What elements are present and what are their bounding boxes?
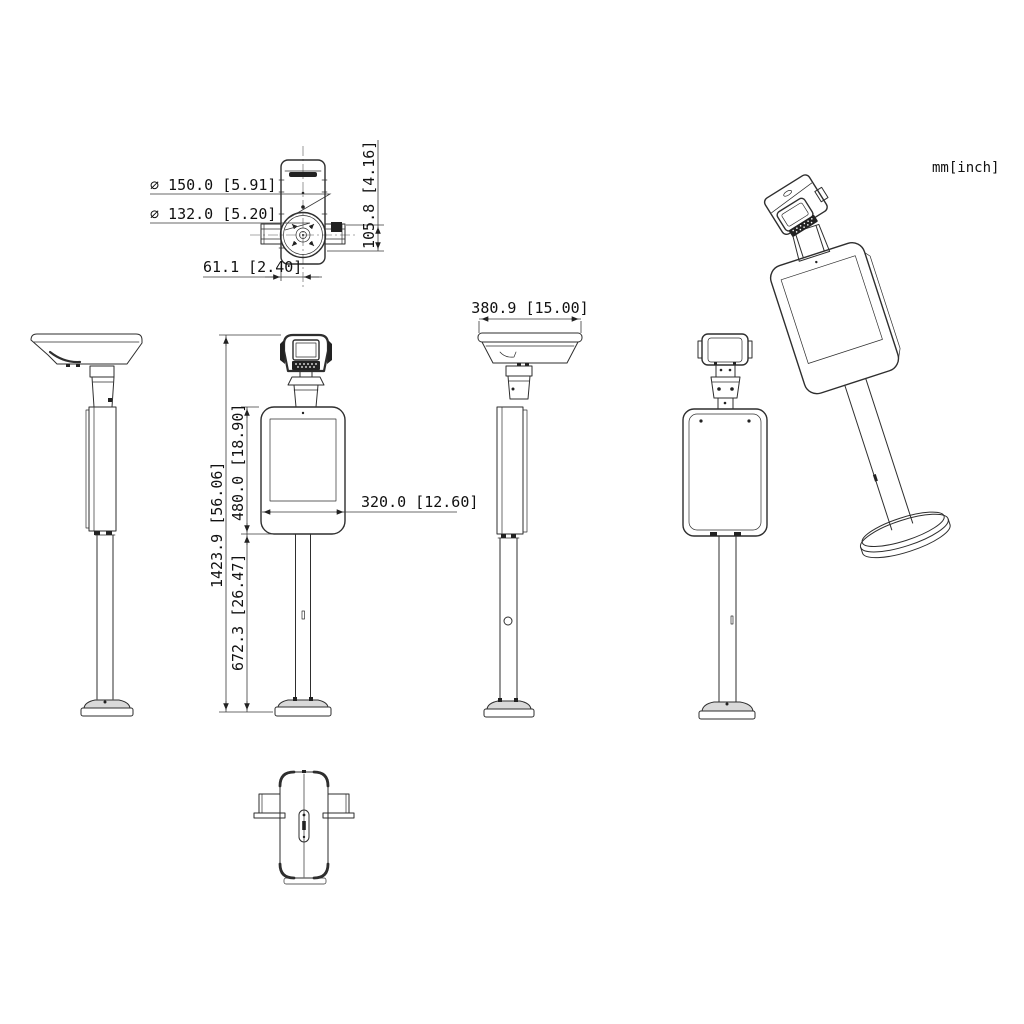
side-view-left xyxy=(30,333,143,717)
dim-top-outer-diameter: ⌀ 150.0 [5.91] xyxy=(150,176,276,194)
front-view: 1423.9 [56.06] 480.0 [18.90] 672.3 [26.4… xyxy=(208,333,478,717)
dim-side-hood-width: 380.9 [15.00] xyxy=(471,299,588,317)
side-view-right: 380.9 [15.00] xyxy=(471,299,589,718)
dim-top-height: 105.8 [4.16] xyxy=(360,141,378,249)
back-view xyxy=(682,333,768,720)
bottom-view xyxy=(253,770,355,885)
dim-front-pole-height: 672.3 [26.47] xyxy=(229,554,247,671)
dim-front-screen-width: 320.0 [12.60] xyxy=(361,493,478,511)
dim-front-screen-height: 480.0 [18.90] xyxy=(229,404,247,521)
units-label: mm[inch] xyxy=(932,160,999,176)
isometric-view xyxy=(763,174,951,559)
dim-top-inner-diameter: ⌀ 132.0 [5.20] xyxy=(150,205,276,223)
dim-top-offset: 61.1 [2.40] xyxy=(203,258,302,276)
top-view: ⌀ 150.0 [5.91] ⌀ 132.0 [5.20] 61.1 [2.40… xyxy=(150,140,384,288)
dim-front-total-height: 1423.9 [56.06] xyxy=(208,462,226,588)
